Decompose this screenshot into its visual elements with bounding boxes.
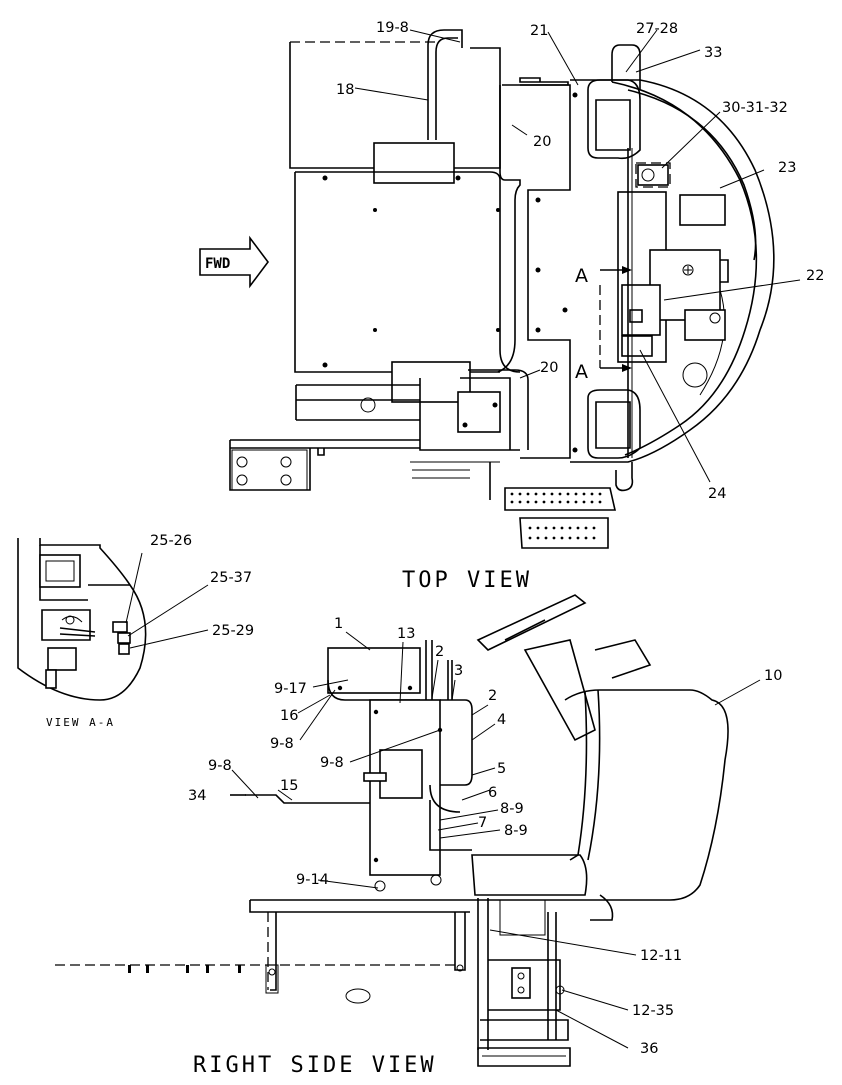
labels: FWD A A TOP VIEW RIGHT SIDE VIEW VIEW A-… [46, 20, 824, 1078]
view-a-a-title: VIEW A-A [46, 716, 115, 729]
callout-22: 22 [806, 268, 824, 284]
callout-3: 3 [454, 663, 463, 679]
callout-7: 7 [478, 815, 487, 831]
callout-2-lower: 2 [488, 688, 497, 704]
callout-30-31-32: 30-31-32 [722, 100, 788, 116]
section-mark-a-upper: A [575, 265, 588, 287]
callout-25-29: 25-29 [212, 623, 254, 639]
callout-2-upper: 2 [435, 644, 444, 660]
callout-27-28: 27-28 [636, 21, 678, 37]
callout-5: 5 [497, 761, 506, 777]
callout-9-17: 9-17 [274, 681, 307, 697]
callout-23: 23 [778, 160, 796, 176]
callout-9-8-b: 9-8 [320, 755, 344, 771]
callout-33: 33 [704, 45, 722, 61]
right-side-view-drawing [55, 594, 761, 1067]
callout-13: 13 [397, 626, 415, 642]
callout-1: 1 [334, 616, 343, 632]
top-view-title: TOP VIEW [402, 568, 532, 593]
callout-19-8: 19-8 [376, 20, 409, 36]
callout-10: 10 [764, 668, 782, 684]
callout-20-upper: 20 [533, 134, 551, 150]
callout-25-26: 25-26 [150, 533, 192, 549]
callout-12-11: 12-11 [640, 948, 682, 964]
callout-6: 6 [488, 785, 497, 801]
callout-25-37: 25-37 [210, 570, 252, 586]
callout-36: 36 [640, 1041, 658, 1057]
section-mark-a-lower: A [575, 361, 588, 383]
callout-21: 21 [530, 23, 548, 39]
callout-34: 34 [188, 788, 206, 804]
callout-4: 4 [497, 712, 506, 728]
fwd-label: FWD [205, 256, 230, 272]
callout-12-35: 12-35 [632, 1003, 674, 1019]
view-a-a-drawing [17, 538, 209, 701]
top-view-drawing [199, 29, 801, 549]
callout-8-9-a: 8-9 [500, 801, 524, 817]
callout-9-8-c: 9-8 [208, 758, 232, 774]
callout-18: 18 [336, 82, 354, 98]
callout-24: 24 [708, 486, 726, 502]
callout-9-8-a: 9-8 [270, 736, 294, 752]
callout-15: 15 [280, 778, 298, 794]
callout-16: 16 [280, 708, 298, 724]
callout-9-14: 9-14 [296, 872, 329, 888]
callout-8-9-b: 8-9 [504, 823, 528, 839]
right-side-view-title: RIGHT SIDE VIEW [193, 1053, 437, 1078]
callout-20-lower: 20 [540, 360, 558, 376]
